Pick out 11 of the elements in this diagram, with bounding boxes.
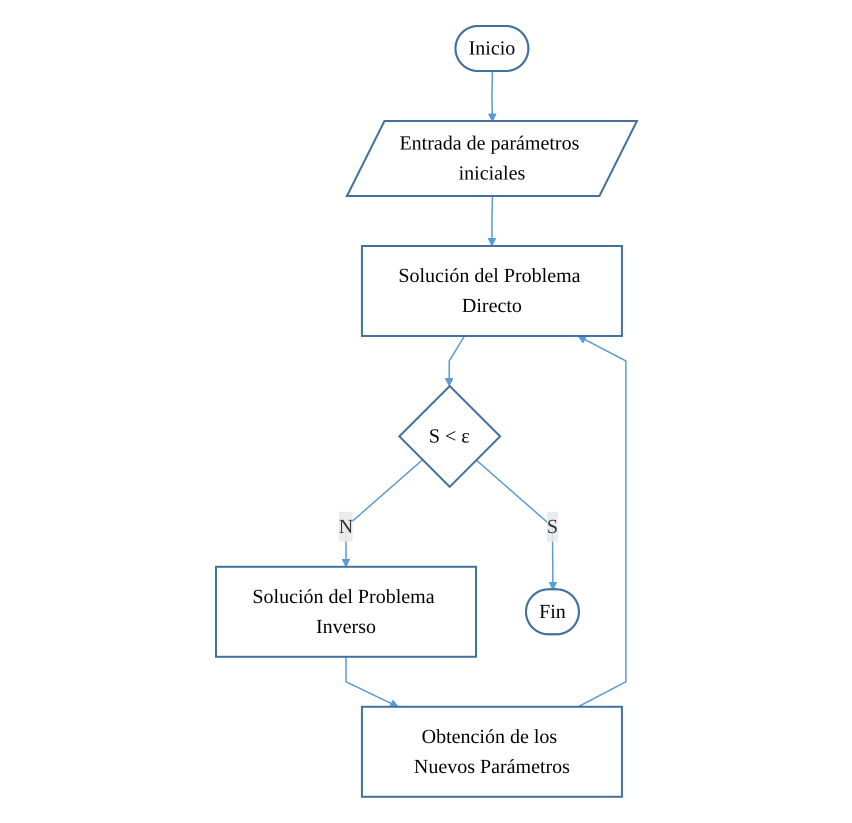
arrow	[487, 72, 496, 122]
node-box: Solución del Problema Directo	[360, 245, 622, 338]
node-box: Obtención de los Nuevos Parámetros	[360, 706, 622, 798]
node-diamond: S < ε	[397, 384, 502, 488]
edge-label: S	[546, 516, 558, 538]
arrow	[487, 196, 496, 246]
node-box: Solución del Problema Inverso	[214, 566, 477, 658]
edge-label: N	[338, 516, 353, 538]
arrow	[577, 336, 626, 708]
arrow	[444, 336, 465, 386]
arrow	[344, 656, 398, 708]
